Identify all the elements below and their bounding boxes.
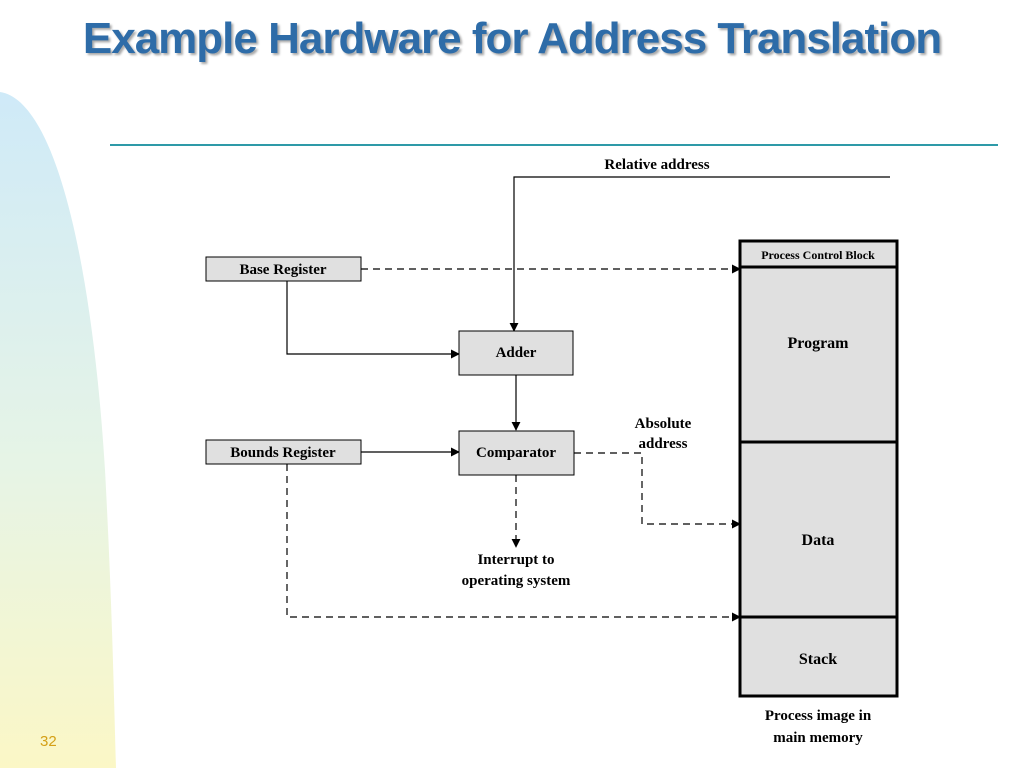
base-register-label: Base Register <box>239 262 326 278</box>
bounds-to-stack-dashed <box>286 464 741 622</box>
stack-section <box>740 617 897 696</box>
pcb-section <box>740 241 897 267</box>
process-image-outline <box>738 239 899 698</box>
slide-title: Example Hardware for Address Translation <box>82 14 942 63</box>
comparator-to-data-dashed <box>574 452 741 529</box>
comparator-box <box>458 430 575 476</box>
comparator-label: Comparator <box>476 445 556 461</box>
base-to-adder-line <box>286 281 460 359</box>
stack-label: Stack <box>799 651 837 668</box>
memory-caption-line1: Process image in <box>765 708 872 724</box>
program-section <box>740 267 897 442</box>
title-divider <box>110 144 998 146</box>
program-label: Program <box>787 335 849 352</box>
absolute-address-label-line1: Absolute <box>635 416 692 432</box>
interrupt-label-line2: operating system <box>462 573 571 589</box>
data-section <box>740 442 897 617</box>
page-number: 32 <box>40 733 57 750</box>
process-image: Process Control Block Program Data Stack <box>738 239 899 698</box>
relative-address-label: Relative address <box>604 157 709 173</box>
bounds-register-label: Bounds Register <box>230 445 336 461</box>
interrupt-label-line1: Interrupt to <box>477 552 554 568</box>
adder-box <box>458 330 574 376</box>
data-label: Data <box>802 532 835 549</box>
relative-address-line <box>509 176 890 332</box>
adder-label: Adder <box>496 345 537 361</box>
memory-caption-line2: main memory <box>773 730 863 746</box>
absolute-address-label-line2: address <box>639 436 688 452</box>
bounds-register-box <box>205 439 362 465</box>
pcb-label: Process Control Block <box>761 248 875 262</box>
base-register-box <box>205 256 362 282</box>
